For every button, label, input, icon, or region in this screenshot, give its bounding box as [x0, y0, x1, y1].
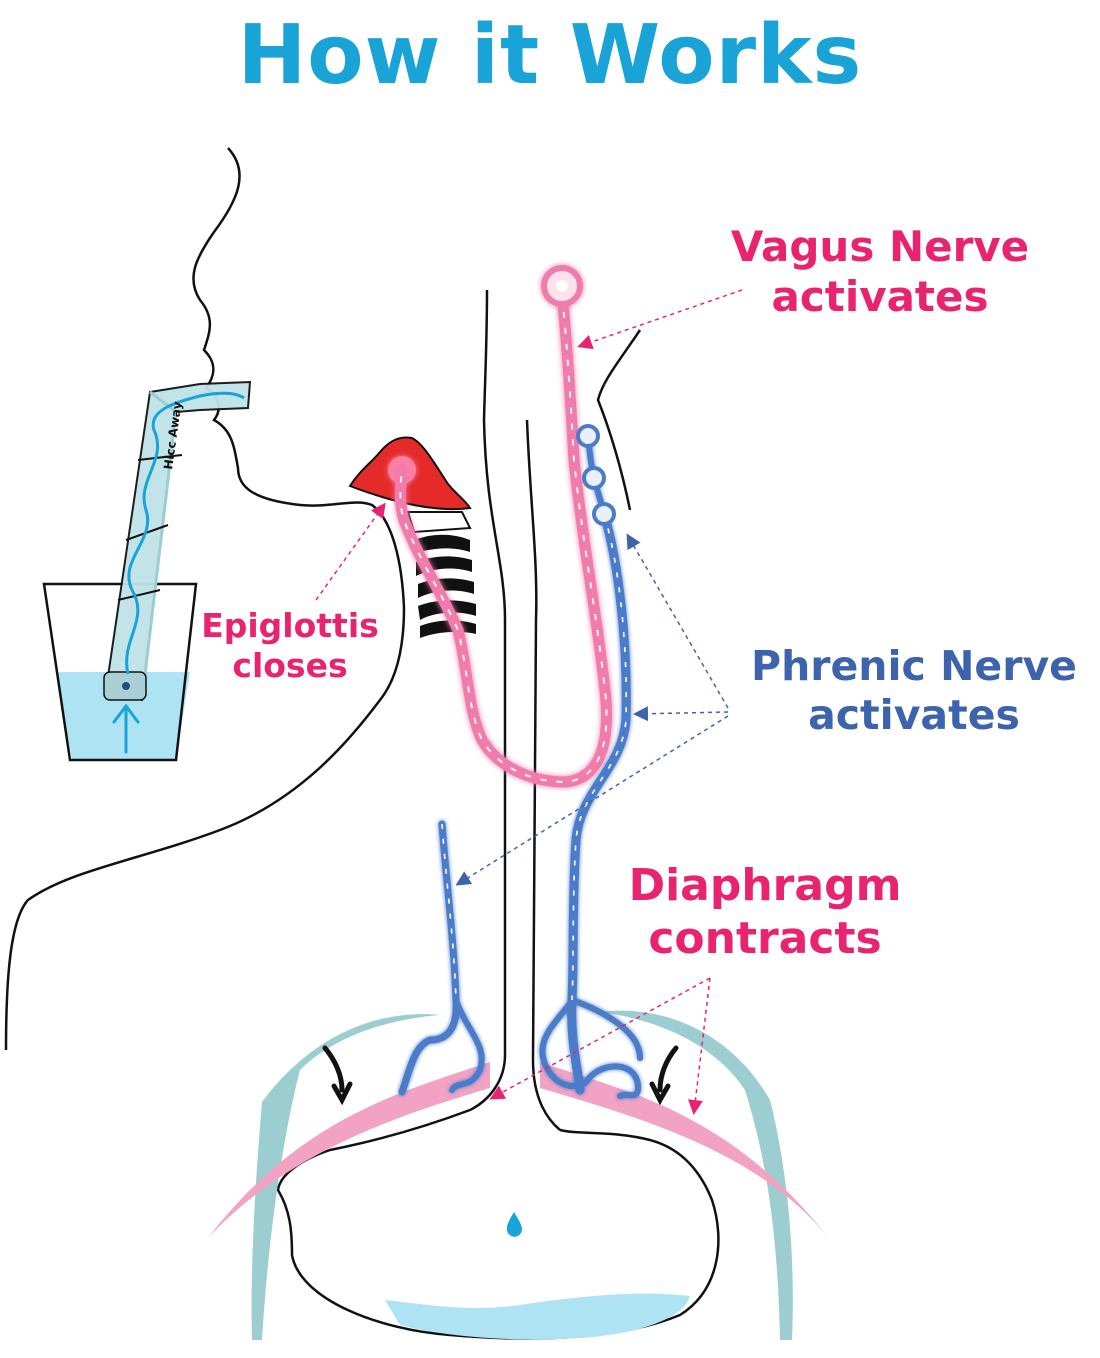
phrenic-callout-line-1 — [626, 533, 729, 709]
diaphragm-right — [540, 1062, 830, 1240]
esophagus-left-wall — [469, 289, 507, 1112]
glass-water — [56, 672, 190, 760]
phrenic-node-2 — [582, 466, 606, 490]
body-outline — [4, 147, 406, 1051]
vagus-nerve-label: Vagus Nerve activates — [700, 222, 1060, 323]
diaphragm-left — [208, 1062, 490, 1238]
straw: Hicc Away — [103, 380, 252, 702]
water-drop — [506, 1212, 523, 1237]
arrow-down-left-icon — [322, 1045, 353, 1106]
suction-arrow-icon — [112, 703, 140, 754]
phrenic-callout-line-2 — [633, 706, 729, 722]
arrow-down-right-icon — [649, 1045, 679, 1106]
epiglottis-label-line1: Epiglottis — [201, 606, 379, 645]
stomach-water — [385, 1293, 690, 1340]
phrenic-node-3 — [592, 502, 616, 526]
phrenic-callout-line-3 — [455, 715, 729, 886]
vagus-label-line1: Vagus Nerve — [730, 222, 1030, 271]
neck-back-outline — [596, 329, 642, 511]
esophagus-right-wall — [525, 419, 561, 1131]
trachea — [406, 511, 476, 638]
diaphragm-callout-line-2 — [687, 977, 711, 1115]
phrenic-label-line1: Phrenic Nerve — [751, 642, 1077, 690]
page-title: How it Works — [237, 8, 863, 103]
diaphragm-label-line2: contracts — [648, 912, 882, 964]
epiglottis-label-line2: closes — [232, 645, 348, 685]
diaphragm-label: Diaphragm contracts — [610, 860, 920, 966]
diaphragm-label-line1: Diaphragm — [628, 860, 902, 911]
vagus-label-line2: activates — [771, 272, 989, 322]
phrenic-node-1 — [576, 424, 600, 448]
phrenic-label-line2: activates — [808, 691, 1020, 740]
epiglottis-callout-line — [315, 502, 386, 601]
phrenic-nerve-label: Phrenic Nerve activates — [730, 642, 1098, 740]
diaphragm-callout-line-1 — [489, 977, 711, 1100]
epiglottis-label: Epiglottis closes — [180, 606, 400, 685]
